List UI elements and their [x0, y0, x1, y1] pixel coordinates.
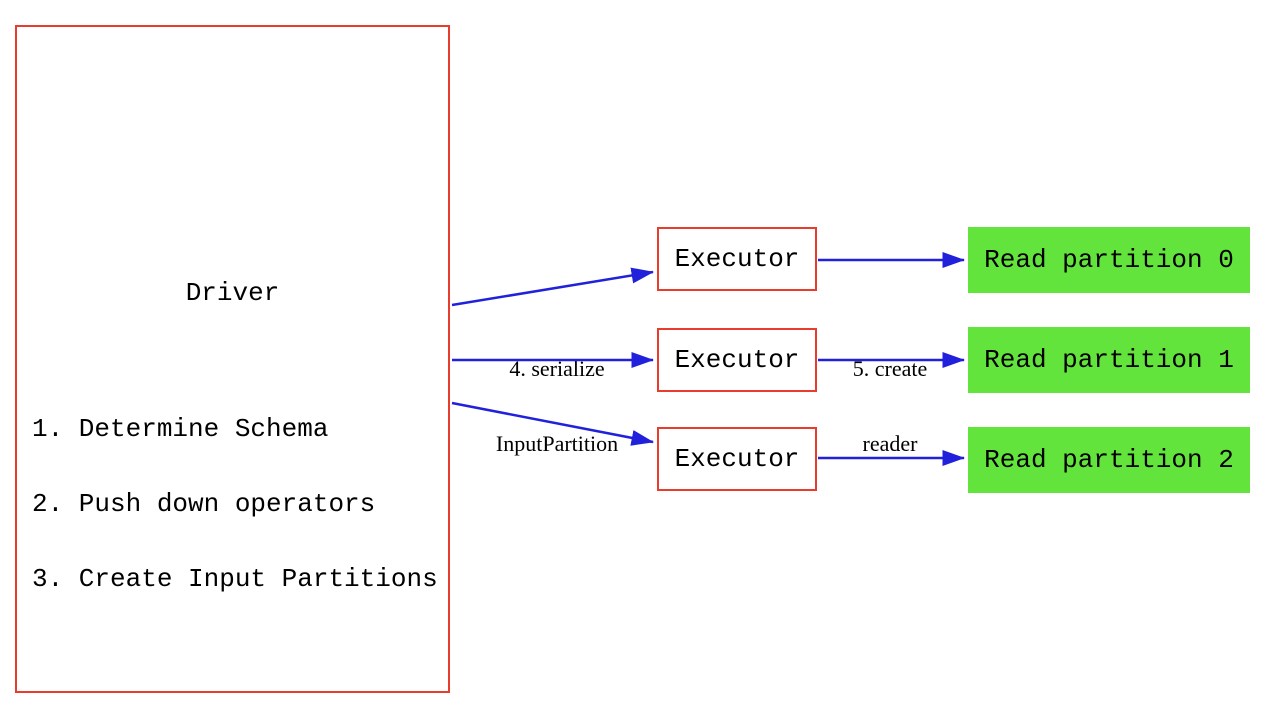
executor-box-2: Executor	[657, 328, 817, 392]
executor-box-1: Executor	[657, 227, 817, 291]
read-partition-0-box: Read partition 0	[968, 227, 1250, 293]
executor-box-3: Executor	[657, 427, 817, 491]
create-reader-label-line-1: 5. create	[852, 356, 928, 381]
driver-step-1: 1. Determine Schema	[32, 414, 329, 444]
serialize-inputpartition-label: 4. serialize InputPartition	[472, 306, 642, 506]
serialize-label-line-1: 4. serialize	[509, 356, 605, 381]
arrow-driver-to-executor-1	[451, 267, 654, 307]
create-reader-label-line-2: reader	[862, 431, 918, 456]
driver-step-2: 2. Push down operators	[32, 489, 376, 519]
serialize-label-line-2: InputPartition	[495, 431, 619, 456]
driver-steps-list: 1. Determine Schema 2. Push down operato…	[32, 367, 438, 642]
driver-title: Driver	[185, 278, 280, 308]
create-reader-label: 5. create reader	[805, 306, 975, 506]
driver-step-3: 3. Create Input Partitions	[32, 564, 438, 594]
read-partition-2-box: Read partition 2	[968, 427, 1250, 493]
read-partition-1-box: Read partition 1	[968, 327, 1250, 393]
driver-box: Driver 1. Determine Schema 2. Push down …	[15, 25, 450, 693]
